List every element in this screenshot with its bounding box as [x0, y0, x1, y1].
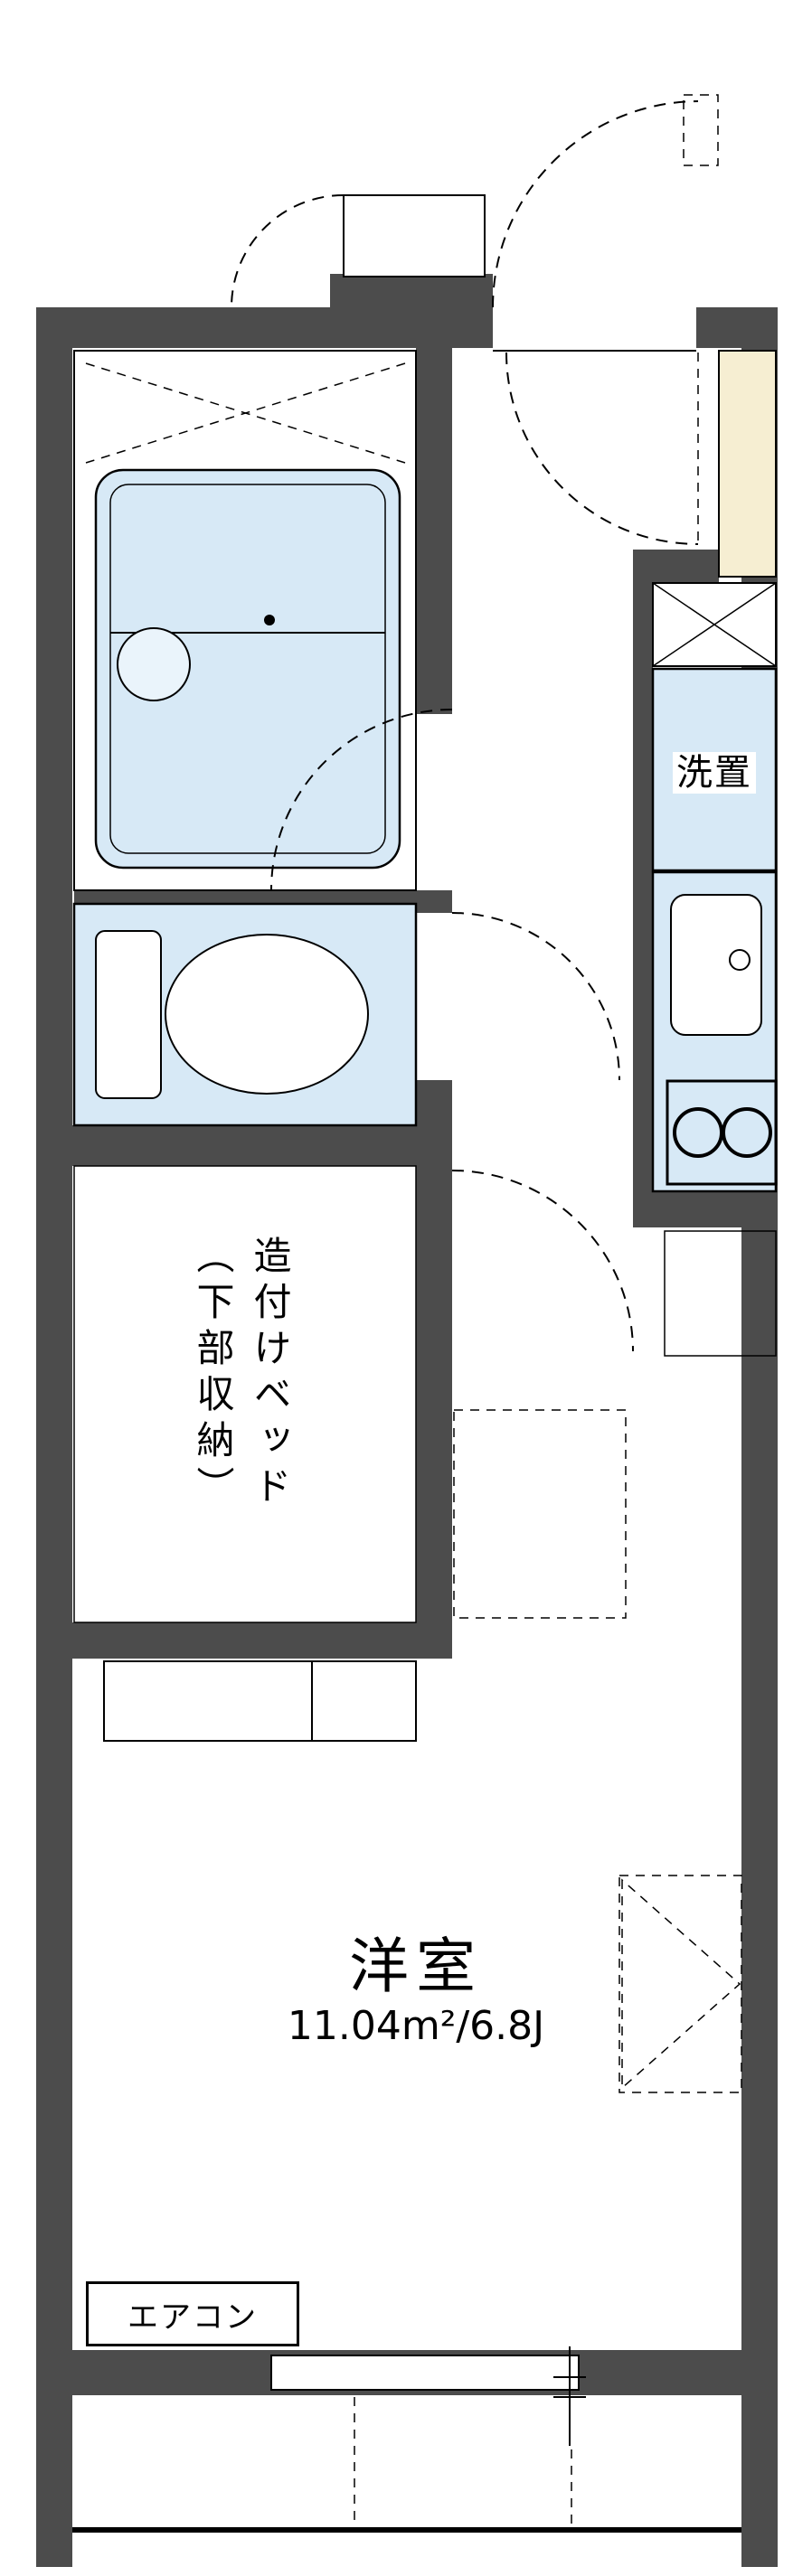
bed-step-right — [311, 1660, 417, 1742]
toilet-tank — [95, 930, 162, 1099]
wall-top-right — [696, 307, 778, 348]
hallway-doors — [451, 912, 634, 1619]
front-door-leaf-dashed — [683, 94, 719, 166]
aircon-label: エアコン — [127, 2299, 258, 2336]
wall-kitchen-bottom — [633, 1191, 778, 1227]
bed-label-note: （下部収納） — [191, 1236, 235, 1512]
aircon-box: エアコン — [86, 2281, 299, 2346]
room-door-swing-arc — [451, 1170, 634, 1352]
window-bay-box — [618, 1875, 742, 2093]
entrance — [231, 94, 777, 578]
wall-kitchen-left — [633, 550, 653, 1227]
wall-bath-toilet-divider — [74, 890, 416, 904]
entrance-inner-swing-arc — [505, 352, 699, 545]
washer-label: 洗置 — [653, 743, 776, 795]
wall-toilet-bottom — [36, 1125, 452, 1166]
entry-alcove — [343, 194, 486, 277]
closet-dashed-box — [453, 1409, 627, 1619]
bed-label-name: 造付けベッド — [248, 1236, 292, 1512]
stove-burner-right — [722, 1107, 772, 1158]
bed-label: 造付けベッド （下部収納） — [136, 1170, 298, 1577]
kitchen-faucet — [729, 949, 751, 971]
washer-area — [651, 582, 778, 872]
shoe-cabinet — [718, 350, 777, 578]
kitchen-sink — [670, 894, 762, 1036]
pipe-space-cross-2 — [652, 582, 777, 667]
front-door-swing-arc — [492, 100, 699, 308]
toilet-bowl — [165, 934, 369, 1095]
bathroom-hatch-cross-2 — [85, 362, 406, 464]
bed-room — [73, 1165, 417, 1742]
balcony — [72, 2346, 741, 2533]
alcove-door-swing-arc — [231, 194, 345, 308]
fridge-space — [664, 1230, 777, 1357]
washer-label-text: 洗置 — [673, 752, 756, 794]
balcony-edge-line — [72, 2527, 741, 2533]
wall-hall-lower — [416, 1080, 452, 1659]
toilet-door-swing-arc — [451, 912, 620, 1081]
bath-drain-dot — [264, 615, 275, 625]
bed-room-outline — [73, 1165, 417, 1623]
wall-hall-stub — [416, 890, 452, 913]
room-name-label: 洋室 — [349, 1932, 483, 2001]
bathroom-door-swing-arc — [270, 709, 453, 891]
kitchen — [651, 870, 778, 1357]
room-area-label: 11.04m²/6.8J — [287, 2003, 545, 2049]
window-bay-triangle — [621, 1878, 741, 2090]
toilet-room — [72, 902, 418, 1127]
bed-step-left — [103, 1660, 313, 1742]
bathtub-inner-rim — [109, 484, 386, 854]
wall-bed-bottom — [36, 1622, 452, 1659]
wall-left — [36, 348, 72, 2395]
wall-balcony-left — [36, 2395, 72, 2567]
wall-entry-block — [330, 274, 493, 315]
balcony-window — [270, 2355, 580, 2391]
bath-washbasin — [117, 627, 191, 701]
main-room — [618, 1875, 742, 2093]
wall-balcony-right — [741, 2395, 778, 2567]
wall-hall-upper — [416, 348, 452, 714]
bathtub — [94, 468, 401, 870]
bathroom — [73, 350, 453, 891]
